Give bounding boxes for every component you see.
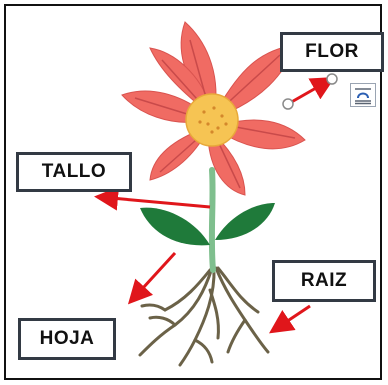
label-flor: FLOR bbox=[280, 32, 384, 72]
roots bbox=[140, 268, 268, 365]
arrow-raiz bbox=[274, 306, 310, 330]
flower-center bbox=[186, 94, 238, 146]
selection-handle-icon[interactable] bbox=[283, 99, 293, 109]
selection-handle-icon[interactable] bbox=[327, 74, 337, 84]
leaf-left bbox=[140, 208, 210, 246]
arrow-tallo bbox=[100, 197, 210, 207]
label-hoja: HOJA bbox=[18, 318, 116, 360]
arrow-flor bbox=[288, 80, 330, 104]
label-raiz: RAIZ bbox=[272, 260, 376, 302]
leaf-right bbox=[215, 203, 275, 240]
layout-wrap-icon[interactable] bbox=[350, 83, 376, 107]
arrow-hoja bbox=[132, 253, 175, 300]
label-tallo: TALLO bbox=[16, 152, 132, 192]
stem bbox=[212, 170, 213, 270]
